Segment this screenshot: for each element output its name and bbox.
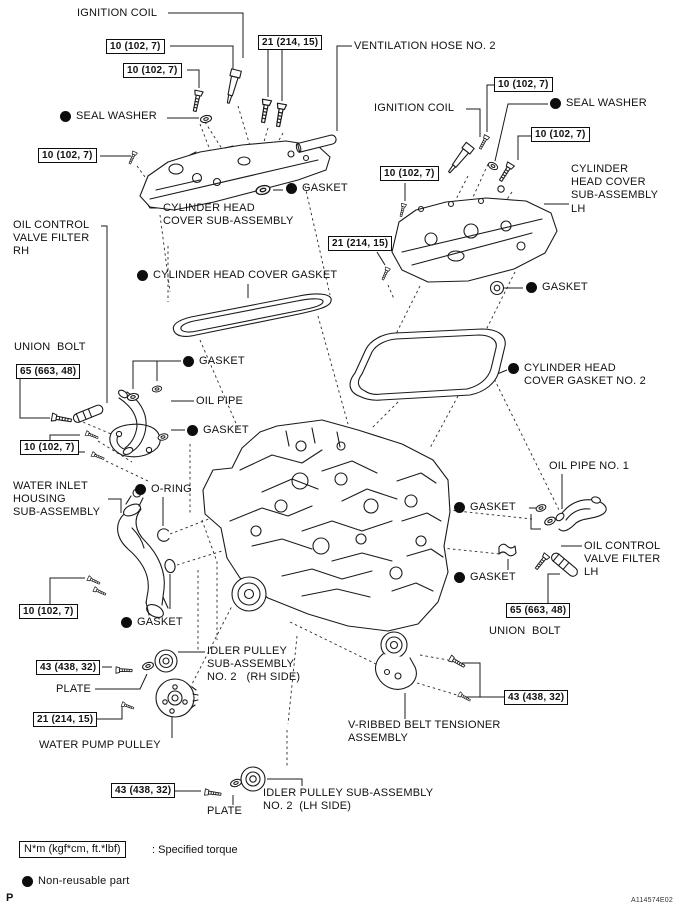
label-oil-control-valve-filter-lh: OIL CONTROL VALVE FILTER LH xyxy=(584,540,661,579)
non-reusable-icon xyxy=(550,98,561,109)
label-water-pump-pulley: WATER PUMP PULLEY xyxy=(39,739,161,751)
label-cylinder-head-cover: CYLINDER HEAD COVER SUB-ASSEMBLY xyxy=(163,202,294,228)
idler-pulley-lh-sketch xyxy=(240,766,266,792)
non-reusable-icon xyxy=(454,572,465,583)
label-gasket-water-inlet: GASKET xyxy=(121,616,183,629)
torque-box-10: 10 (102, 7) xyxy=(531,127,590,142)
label-text: GASKET xyxy=(199,355,245,367)
leader-lines xyxy=(19,12,582,805)
label-water-inlet-housing: WATER INLET HOUSING SUB-ASSEMBLY xyxy=(13,480,101,519)
torque-box-10: 10 (102, 7) xyxy=(494,77,553,92)
cover-gasket-rh-sketch xyxy=(172,293,332,337)
label-union-bolt-lh: UNION BOLT xyxy=(489,625,561,637)
label-text: GASKET xyxy=(542,281,588,293)
label-text: O-RING xyxy=(151,483,192,495)
label-union-bolt-rh: UNION BOLT xyxy=(14,341,86,353)
torque-box-10: 10 (102, 7) xyxy=(123,63,182,78)
label-belt-tensioner: V-RIBBED BELT TENSIONER ASSEMBLY xyxy=(348,719,501,745)
non-reusable-icon xyxy=(135,484,146,495)
cylinder-head-cover-lh-sketch xyxy=(391,197,558,283)
torque-box-21: 21 (214, 15) xyxy=(33,712,98,727)
torque-box-43: 43 (438, 32) xyxy=(504,690,569,705)
page-marker: P xyxy=(6,892,14,904)
torque-box-10: 10 (102, 7) xyxy=(106,39,165,54)
label-idler-pulley-lh: IDLER PULLEY SUB-ASSEMBLY NO. 2 (LH SIDE… xyxy=(263,787,434,813)
non-reusable-icon xyxy=(454,502,465,513)
label-text: GASKET xyxy=(302,182,348,194)
torque-box-10: 10 (102, 7) xyxy=(380,166,439,181)
non-reusable-icon xyxy=(508,363,519,374)
label-gasket-filter-lh: GASKET xyxy=(454,571,516,584)
figure-code: A114574E02 xyxy=(631,897,673,904)
non-reusable-icon xyxy=(526,282,537,293)
label-seal-washer-rh: SEAL WASHER xyxy=(60,110,157,123)
cylinder-head-cover-rh-sketch xyxy=(139,140,331,211)
label-cover-gasket-no2: CYLINDER HEAD COVER GASKET NO. 2 xyxy=(508,362,646,388)
label-seal-washer-lh: SEAL WASHER xyxy=(550,97,647,110)
torque-box-43: 43 (438, 32) xyxy=(36,660,101,675)
idler-pulley-rh-sketch xyxy=(154,649,178,673)
oil-pipe-no1-sketch xyxy=(555,496,607,532)
label-plate-lh: PLATE xyxy=(207,805,243,817)
non-reusable-icon xyxy=(137,270,148,281)
belt-tensioner-sketch xyxy=(374,631,417,690)
legend-non-reusable: Non-reusable part xyxy=(22,875,129,888)
non-reusable-icon xyxy=(187,425,198,436)
label-text: SEAL WASHER xyxy=(566,97,647,109)
hardware-sketches xyxy=(50,68,580,798)
label-text: GASKET xyxy=(470,571,516,583)
label-text: CYLINDER HEAD COVER GASKET NO. 2 xyxy=(524,362,646,388)
water-bypass-part-sketch xyxy=(109,423,161,458)
label-o-ring: O-RING xyxy=(135,483,192,496)
label-text: GASKET xyxy=(470,501,516,513)
torque-box-10: 10 (102, 7) xyxy=(38,148,97,163)
label-ignition-coil-lh: IGNITION COIL xyxy=(374,102,455,114)
label-gasket-oil-pipe-no1: GASKET xyxy=(454,501,516,514)
torque-box-65: 65 (663, 48) xyxy=(506,603,571,618)
label-text: Non-reusable part xyxy=(38,875,130,887)
label-gasket-lh-cap: GASKET xyxy=(526,281,588,294)
label-text: SEAL WASHER xyxy=(76,110,157,122)
torque-box-10: 10 (102, 7) xyxy=(20,440,79,455)
non-reusable-icon xyxy=(121,617,132,628)
torque-box-21: 21 (214, 15) xyxy=(258,35,323,50)
label-gasket-bypass: GASKET xyxy=(187,424,249,437)
non-reusable-icon xyxy=(183,356,194,367)
non-reusable-icon xyxy=(286,183,297,194)
label-oil-pipe-no1: OIL PIPE NO. 1 xyxy=(549,460,630,472)
label-ignition-coil-rh: IGNITION COIL xyxy=(77,7,158,19)
label-idler-pulley-rh: IDLER PULLEY SUB-ASSEMBLY NO. 2 (RH SIDE… xyxy=(207,645,301,684)
cover-gasket-no2-sketch xyxy=(349,328,506,401)
label-cylinder-head-cover-lh: CYLINDER HEAD COVER SUB-ASSEMBLY LH xyxy=(571,163,659,215)
label-text: GASKET xyxy=(137,616,183,628)
engine-block-sketch xyxy=(202,419,451,632)
label-text: GASKET xyxy=(203,424,249,436)
legend-torque-box: N*m (kgf*cm, ft.*lbf) xyxy=(19,841,126,858)
label-gasket-oil-pipe: GASKET xyxy=(183,355,245,368)
water-inlet-housing-sketch xyxy=(117,488,169,618)
label-cover-gasket: CYLINDER HEAD COVER GASKET xyxy=(137,269,337,282)
torque-box-43: 43 (438, 32) xyxy=(111,783,176,798)
non-reusable-icon xyxy=(22,876,33,887)
label-plate-rh: PLATE xyxy=(56,683,92,695)
legend-torque-desc: : Specified torque xyxy=(152,844,238,856)
torque-box-10: 10 (102, 7) xyxy=(19,604,78,619)
label-oil-control-valve-filter-rh: OIL CONTROL VALVE FILTER RH xyxy=(13,219,90,258)
label-ventilation-hose-2: VENTILATION HOSE NO. 2 xyxy=(354,40,496,52)
torque-box-21: 21 (214, 15) xyxy=(328,236,393,251)
torque-box-65: 65 (663, 48) xyxy=(16,364,81,379)
label-text: CYLINDER HEAD COVER GASKET xyxy=(153,269,338,281)
label-gasket-rh-cap: GASKET xyxy=(286,182,348,195)
water-pump-pulley-sketch xyxy=(155,678,199,718)
label-oil-pipe: OIL PIPE xyxy=(196,395,244,407)
non-reusable-icon xyxy=(60,111,71,122)
